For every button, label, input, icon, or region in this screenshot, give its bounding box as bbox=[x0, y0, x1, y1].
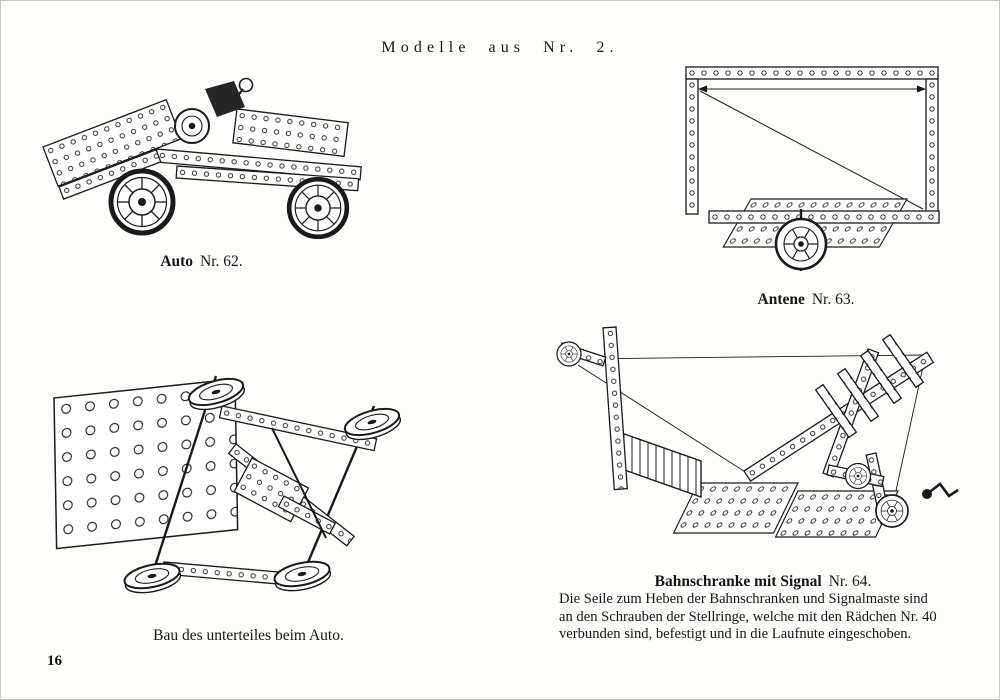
wheel-disc-icon bbox=[271, 556, 334, 596]
antenna-frame bbox=[685, 66, 939, 215]
antenna-model-illustration bbox=[685, 66, 940, 271]
wheel-disc-icon bbox=[121, 558, 184, 598]
steering-wheel-icon bbox=[238, 77, 254, 93]
auto-model-illustration bbox=[42, 77, 362, 251]
page-title: Modelle aus Nr. 2. bbox=[381, 39, 619, 56]
page-number: 16 bbox=[47, 653, 62, 669]
signal-mast bbox=[602, 326, 628, 491]
auto-underside-illustration bbox=[53, 372, 405, 598]
bahnschranke-caption-name: Bahnschranke mit Signal bbox=[654, 573, 822, 590]
small-pulley-icon bbox=[844, 462, 872, 490]
wheel-disc-icon bbox=[341, 402, 405, 446]
bahnschranke-description: Die Seile zum Heben der Bahnschranken un… bbox=[559, 591, 954, 644]
flywheel-icon bbox=[174, 108, 210, 144]
auto-caption-name: Auto bbox=[160, 253, 194, 270]
mast-pulley-icon bbox=[556, 341, 582, 367]
auto-caption: Auto Nr. 62. bbox=[29, 253, 374, 271]
winding-wheel-icon bbox=[875, 494, 909, 528]
antene-caption-number: Nr. 63. bbox=[811, 291, 855, 308]
antene-caption-name: Antene bbox=[757, 291, 805, 308]
railway-barrier-illustration bbox=[556, 326, 959, 538]
seat bbox=[205, 81, 245, 117]
base-plate bbox=[672, 482, 799, 534]
bahnschranke-caption-number: Nr. 64. bbox=[828, 573, 872, 590]
bahnschranke-caption: Bahnschranke mit Signal Nr. 64. bbox=[558, 573, 968, 591]
chassis-strips bbox=[162, 405, 378, 588]
support-rod bbox=[271, 427, 327, 539]
front-wheel-icon bbox=[111, 171, 173, 233]
winding-wheel-icon bbox=[774, 217, 828, 271]
description-line: an den Schrauben der Stellringe, welche … bbox=[559, 608, 937, 625]
crank-handle-icon bbox=[922, 482, 959, 499]
wheel-disc-icon bbox=[185, 372, 249, 416]
unterteil-caption-text: Bau des unterteiles beim Auto. bbox=[153, 627, 344, 644]
base-strip bbox=[708, 210, 940, 224]
ladder-panel bbox=[615, 430, 702, 498]
lattice-strips bbox=[814, 333, 925, 439]
description-line: Die Seile zum Heben der Bahnschranken un… bbox=[559, 591, 928, 607]
antenna-wire bbox=[698, 85, 926, 210]
antene-caption: Antene Nr. 63. bbox=[651, 291, 961, 309]
description-line: verbunden sind, befestigt und in die Lau… bbox=[559, 626, 912, 643]
auto-caption-number: Nr. 62. bbox=[200, 253, 243, 270]
unterteil-caption: Bau des unterteiles beim Auto. bbox=[41, 627, 456, 645]
rear-wheel-icon bbox=[289, 179, 347, 237]
